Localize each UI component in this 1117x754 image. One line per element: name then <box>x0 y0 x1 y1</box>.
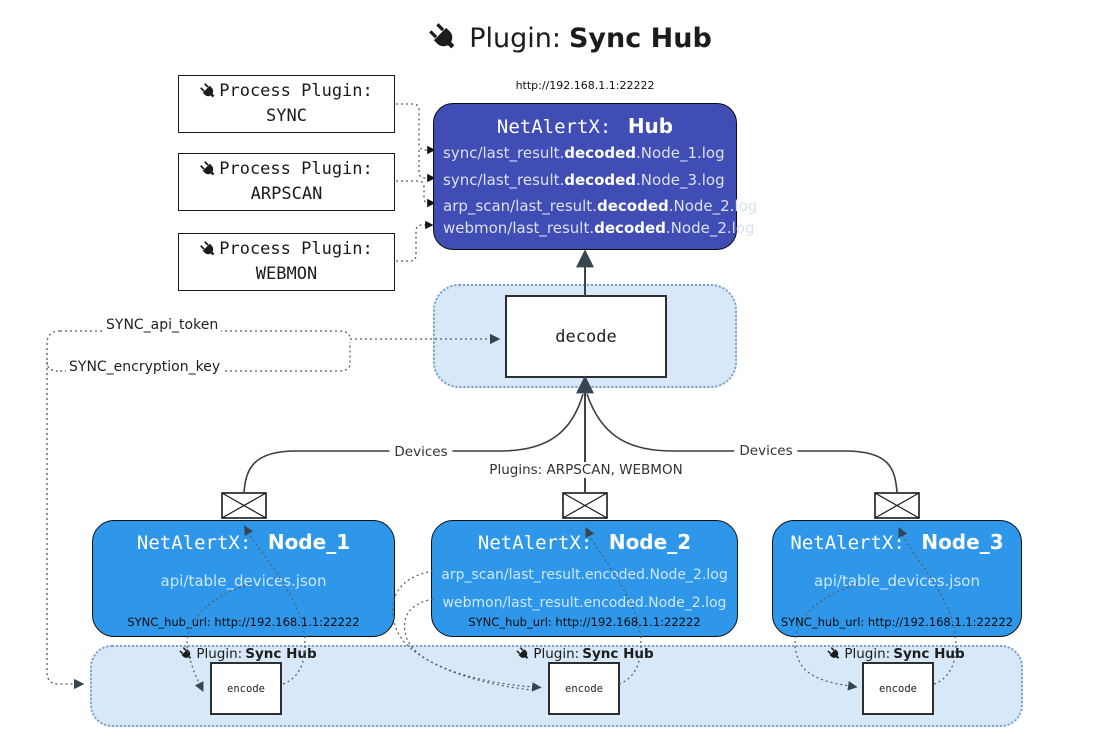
encoder2-plugin-label: Plugin: Sync Hub <box>516 646 654 662</box>
title-name: Sync Hub <box>568 22 712 54</box>
encoder-plugin-prefix: Plugin: <box>196 646 243 662</box>
edge-arpscan-to-hub <box>396 180 436 208</box>
envelope-icon <box>562 492 608 519</box>
hub-title-prefix: NetAlertX: <box>496 116 612 138</box>
page-title: Plugin: Sync Hub <box>12 18 1117 58</box>
edge-settings-left-vertical <box>46 330 85 690</box>
node-title: NetAlertX: Node_2 <box>432 530 737 554</box>
encoder-plugin-prefix: Plugin: <box>844 646 891 662</box>
decode-box: decode <box>505 295 667 378</box>
hub-file-row: arp_scan/last_result.decoded.Node_2.log <box>443 197 758 215</box>
sync-api-token-label: SYNC_api_token <box>103 317 222 333</box>
process-plugin-label: Process Plugin: <box>219 239 373 259</box>
title-prefix: Plugin: <box>469 22 561 54</box>
plug-icon <box>179 647 192 659</box>
node-hub-url: SYNC_hub_url: http://192.168.1.1:22222 <box>127 615 360 629</box>
hub-title-name: Hub <box>627 114 674 138</box>
node-title-name: Node_1 <box>267 530 351 554</box>
envelope-icon <box>221 492 267 519</box>
process-plugin-name: WEBMON <box>255 264 318 284</box>
node-file: api/table_devices.json <box>160 572 327 590</box>
encoder-plugin-name: Sync Hub <box>893 646 965 662</box>
encode2-box: encode <box>548 662 620 715</box>
hub-box: NetAlertX: Hub sync/last_result.decoded.… <box>433 103 757 250</box>
node-hub-url: SYNC_hub_url: http://192.168.1.1:22222 <box>468 615 701 629</box>
devices-left-label: Devices <box>389 444 453 460</box>
plug-icon <box>200 240 215 255</box>
node3-box: NetAlertX: Node_3 api/table_devices.json… <box>772 520 1022 637</box>
envelope-icon <box>874 492 920 519</box>
node-title-prefix: NetAlertX: <box>790 532 905 554</box>
plug-icon <box>200 82 215 97</box>
node-file: webmon/last_result.encoded.Node_2.log <box>442 595 727 611</box>
process-plugin-arpscan-box: Process Plugin: ARPSCAN <box>178 153 395 211</box>
sync-encryption-key-label: SYNC_encryption_key <box>66 359 224 375</box>
plug-icon <box>827 647 840 659</box>
encoder-plugin-name: Sync Hub <box>582 646 654 662</box>
encoder-plugin-prefix: Plugin: <box>533 646 580 662</box>
edge-sync-to-hub-2 <box>418 150 436 183</box>
process-plugin-name: SYNC <box>266 106 307 126</box>
process-plugin-name: ARPSCAN <box>250 184 323 204</box>
process-plugin-label: Process Plugin: <box>219 159 373 179</box>
plugins-mid-label: Plugins: ARPSCAN, WEBMON <box>484 462 688 478</box>
process-plugin-label-row: Process Plugin: <box>179 239 394 259</box>
process-plugin-webmon-box: Process Plugin: WEBMON <box>178 233 395 291</box>
hub-url-label: http://192.168.1.1:22222 <box>515 79 655 92</box>
encoder-plugin-name: Sync Hub <box>245 646 317 662</box>
hub-file-row: webmon/last_result.decoded.Node_2.log <box>443 219 755 237</box>
hub-file-row: sync/last_result.decoded.Node_3.log <box>443 171 725 189</box>
process-plugin-label: Process Plugin: <box>219 81 373 101</box>
devices-right-label: Devices <box>734 443 798 459</box>
encoder1-plugin-label: Plugin: Sync Hub <box>179 646 317 662</box>
process-plugin-label-row: Process Plugin: <box>179 81 394 101</box>
node-file: api/table_devices.json <box>814 572 980 590</box>
node-files: arp_scan/last_result.encoded.Node_2.log … <box>432 561 737 617</box>
edge-webmon-to-hub <box>396 220 434 262</box>
node1-box: NetAlertX: Node_1 api/table_devices.json… <box>92 520 395 637</box>
node-title-name: Node_3 <box>921 530 1004 554</box>
plug-icon <box>429 23 455 49</box>
encoder3-plugin-label: Plugin: Sync Hub <box>827 646 965 662</box>
edge-sync-to-hub <box>396 103 436 155</box>
hub-file-row: sync/last_result.decoded.Node_1.log <box>443 144 725 162</box>
hub-title: NetAlertX: Hub <box>434 114 736 138</box>
node-title-prefix: NetAlertX: <box>477 532 593 554</box>
node2-box: NetAlertX: Node_2 arp_scan/last_result.e… <box>431 520 738 637</box>
node-title-prefix: NetAlertX: <box>136 532 252 554</box>
node-title-name: Node_2 <box>608 530 692 554</box>
plug-icon <box>516 647 529 659</box>
encode3-box: encode <box>862 662 934 715</box>
node-title: NetAlertX: Node_1 <box>93 530 394 554</box>
node-title: NetAlertX: Node_3 <box>773 530 1021 554</box>
encode1-box: encode <box>210 662 282 715</box>
plug-icon <box>200 160 215 175</box>
node-hub-url: SYNC_hub_url: http://192.168.1.1:22222 <box>780 615 1014 629</box>
edge-encryption-left-corner <box>46 361 59 372</box>
node-file: arp_scan/last_result.encoded.Node_2.log <box>441 567 728 583</box>
process-plugin-sync-box: Process Plugin: SYNC <box>178 75 395 133</box>
process-plugin-label-row: Process Plugin: <box>179 159 394 179</box>
